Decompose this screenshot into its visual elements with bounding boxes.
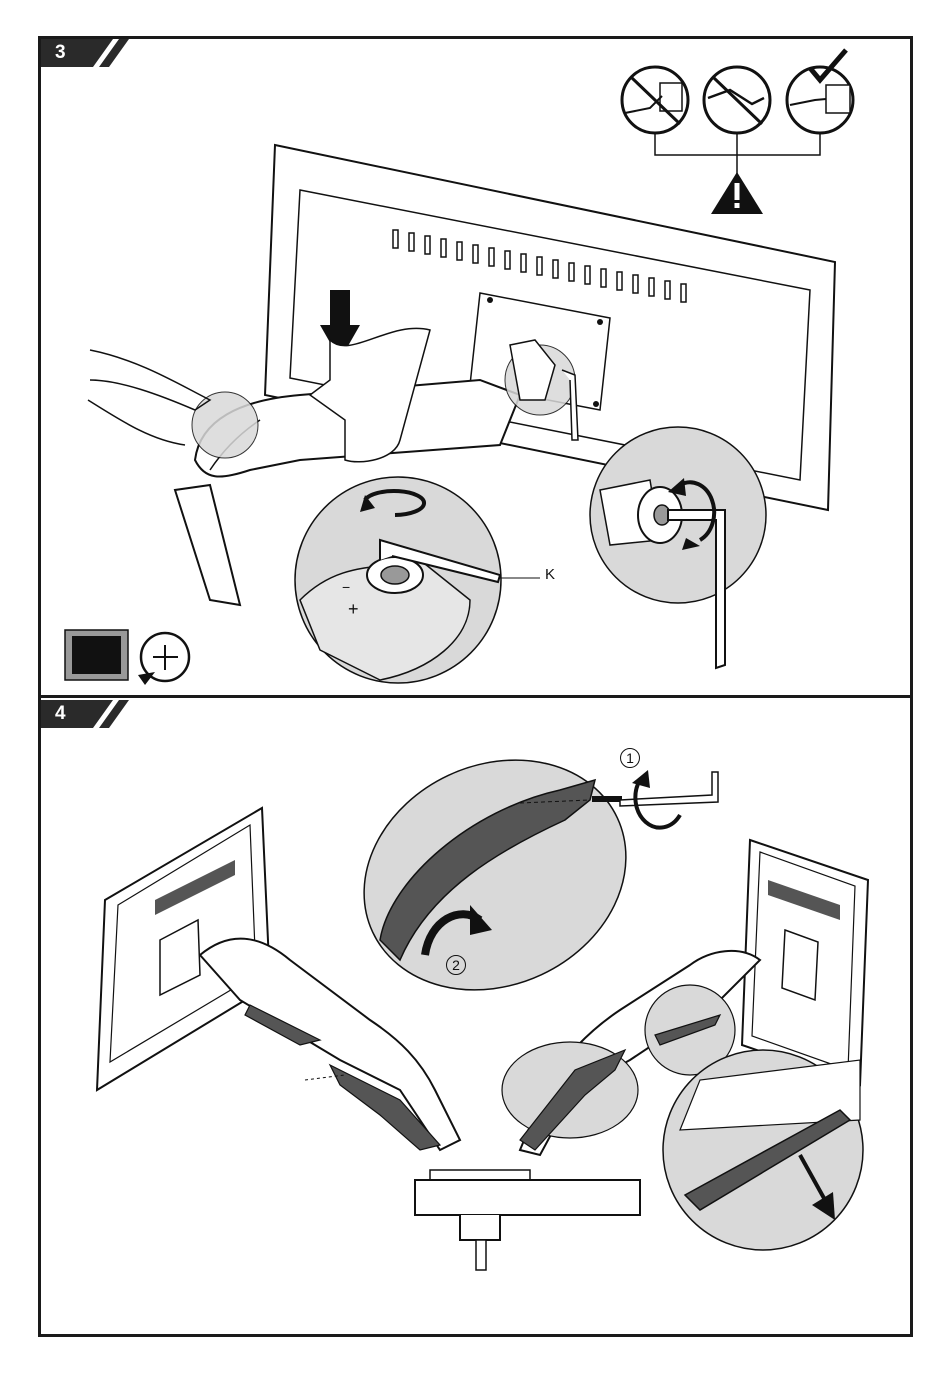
clamp-screw xyxy=(476,1240,486,1270)
warning-triangle-icon xyxy=(711,172,763,214)
vesa-plate xyxy=(782,930,818,1000)
zoom-bubble-vesa-screw xyxy=(590,427,766,668)
right-monitor xyxy=(742,840,868,1085)
tighten-plus-rotate-icon xyxy=(138,633,189,685)
clamp xyxy=(460,1215,500,1240)
correct-level-mount-icon xyxy=(787,50,853,133)
zoom-bubble-tension-knob: − + xyxy=(295,477,501,683)
monitor-square-icon xyxy=(65,630,128,680)
zoom-bubble-cover-detach xyxy=(663,1050,863,1250)
left-hand xyxy=(90,350,210,410)
zoom-circle-small xyxy=(192,392,258,458)
step-marker-1: 1 xyxy=(620,748,640,768)
no-sagging-arm-icon xyxy=(704,67,770,133)
step-marker-2: 2 xyxy=(446,955,466,975)
pole xyxy=(175,485,240,605)
svg-text:−: − xyxy=(342,579,350,595)
svg-text:+: + xyxy=(348,599,359,619)
no-tilted-mount-icon xyxy=(622,67,688,133)
screw xyxy=(592,796,622,802)
callout-label-k: K xyxy=(545,566,555,583)
desk-slab xyxy=(415,1180,640,1215)
